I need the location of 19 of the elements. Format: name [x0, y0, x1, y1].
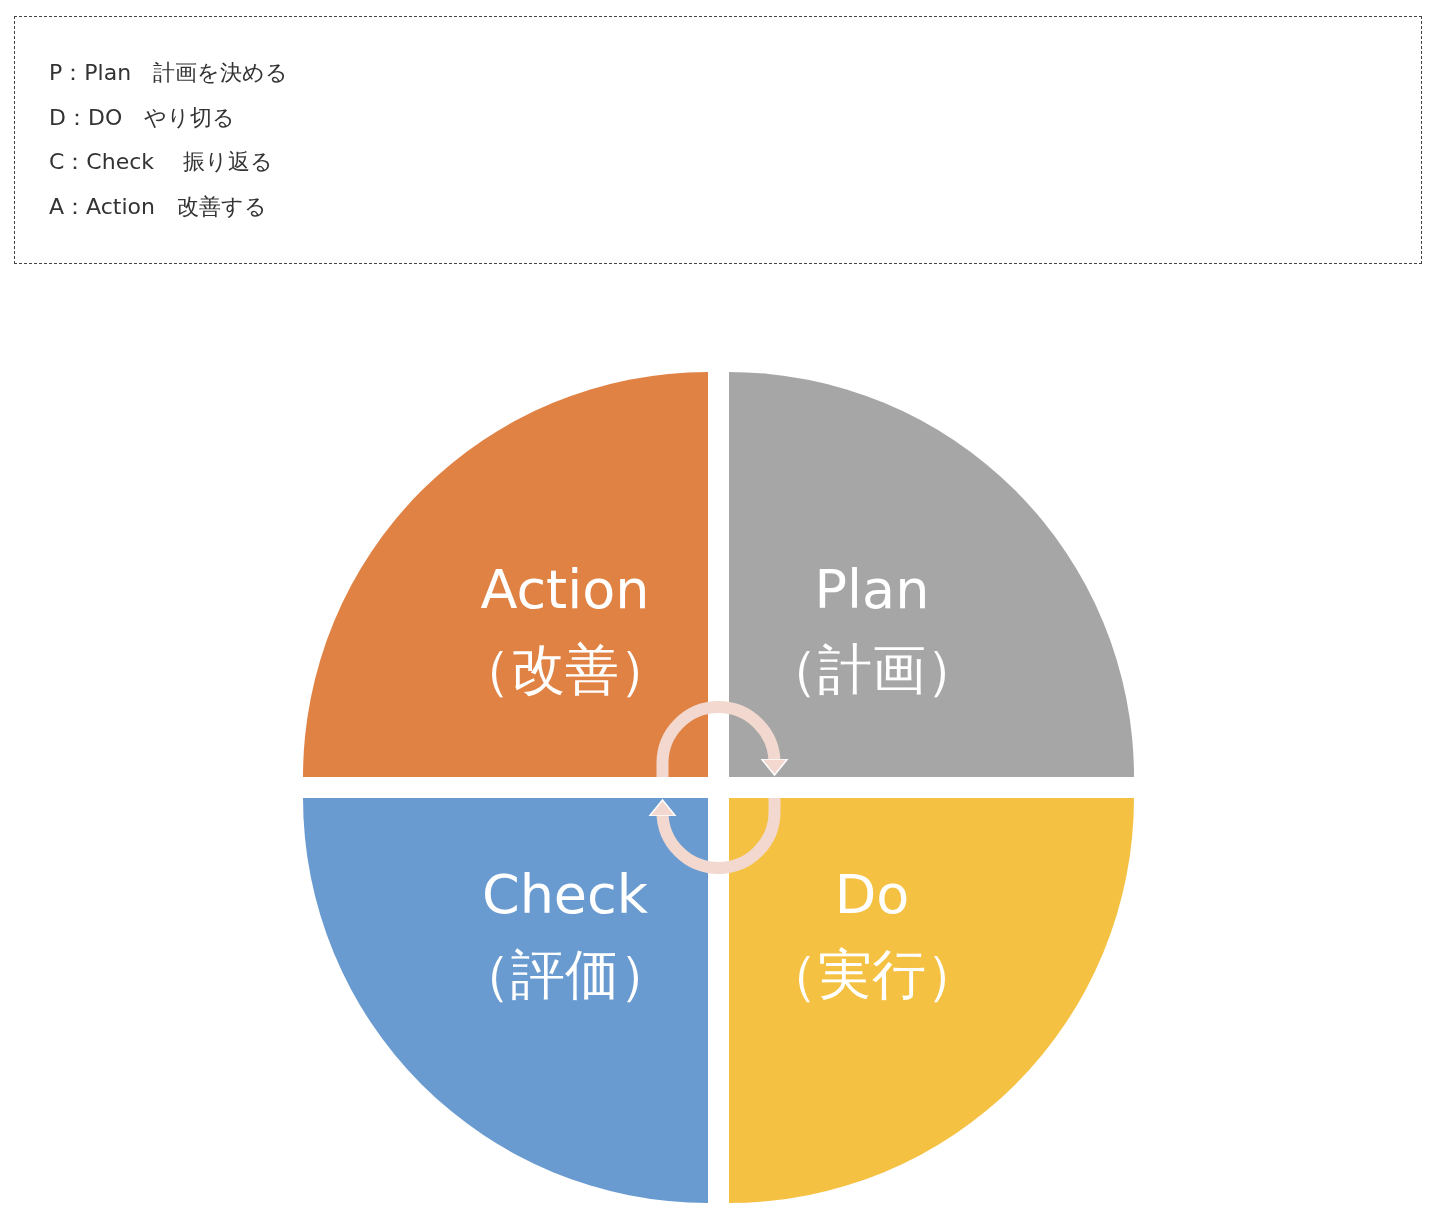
cycle-arrow	[656, 701, 788, 777]
quadrant-sector	[729, 372, 1134, 777]
quadrant-subtitle: （改善）	[457, 643, 673, 697]
definition-box	[14, 16, 1422, 264]
quadrant-sector	[729, 798, 1134, 1203]
definition-line: P：Plan 計画を決める	[49, 59, 289, 87]
quadrant-title: Do	[834, 868, 910, 922]
quadrant-sector	[303, 372, 708, 777]
quadrant-title: Check	[481, 868, 649, 922]
cycle-arrow	[649, 798, 781, 874]
quadrant-subtitle: （評価）	[457, 948, 673, 1002]
quadrant-subtitle: （計画）	[764, 643, 980, 697]
quadrant-subtitle: （実行）	[764, 948, 980, 1002]
definition-line: D：DO やり切る	[49, 103, 236, 132]
quadrant-title: Plan	[814, 563, 930, 617]
definition-line: C：Check 振り返る	[49, 148, 274, 177]
quadrant-title: Action	[480, 563, 650, 617]
quadrant-sector	[303, 798, 708, 1203]
definition-line: A：Action 改善する	[49, 193, 267, 222]
